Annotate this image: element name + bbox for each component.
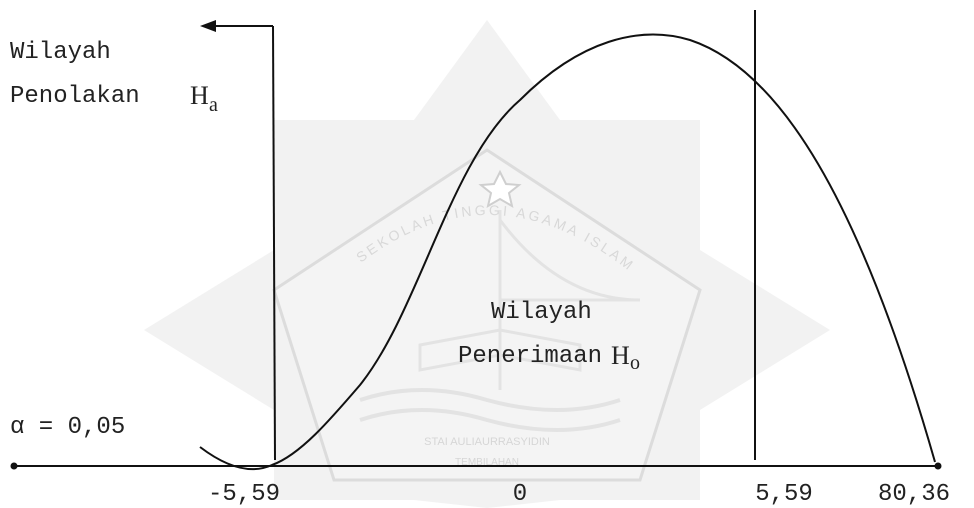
acceptance-label-line1: Wilayah <box>491 299 592 326</box>
watermark-star-icon <box>478 169 522 209</box>
watermark-footer-text: TEMBILAHAN <box>455 457 519 468</box>
acceptance-hypothesis-symbol: H <box>611 341 630 370</box>
rejection-hypothesis-symbol: H <box>190 81 209 110</box>
rejection-hypothesis-subscript: a <box>209 94 218 116</box>
watermark-logo: SEKOLAH TINGGI AGAMA ISLAM STAI AULIAURR… <box>144 20 830 508</box>
tick-label-pos-critical: 5,59 <box>755 481 813 508</box>
rejection-region-label: Wilayah Penolakan H a <box>10 39 218 116</box>
tick-label-statistic: 80,36 <box>878 481 950 508</box>
tick-label-zero: 0 <box>513 481 527 508</box>
rejection-arrow-head-icon <box>200 20 216 32</box>
rejection-label-line1: Wilayah <box>10 39 111 66</box>
tick-label-neg-critical: -5,59 <box>208 481 280 508</box>
critical-line-left <box>272 25 276 461</box>
alpha-label: α = 0,05 <box>10 414 125 441</box>
acceptance-label-line2: Penerimaan <box>458 343 602 370</box>
acceptance-region-label: Wilayah Penerimaan H o <box>458 299 640 374</box>
x-axis-right-endpoint <box>934 462 942 470</box>
watermark-banner-text: STAI AULIAURRASYIDIN <box>424 436 550 448</box>
x-axis-left-endpoint <box>10 462 18 470</box>
distribution-curve <box>199 33 936 471</box>
watermark-waves <box>359 388 621 432</box>
rejection-label-line2: Penolakan <box>10 83 140 110</box>
watermark-book <box>418 328 582 372</box>
acceptance-hypothesis-subscript: o <box>630 352 640 374</box>
watermark-sail <box>498 210 641 390</box>
watermark-pentagon <box>272 148 702 482</box>
